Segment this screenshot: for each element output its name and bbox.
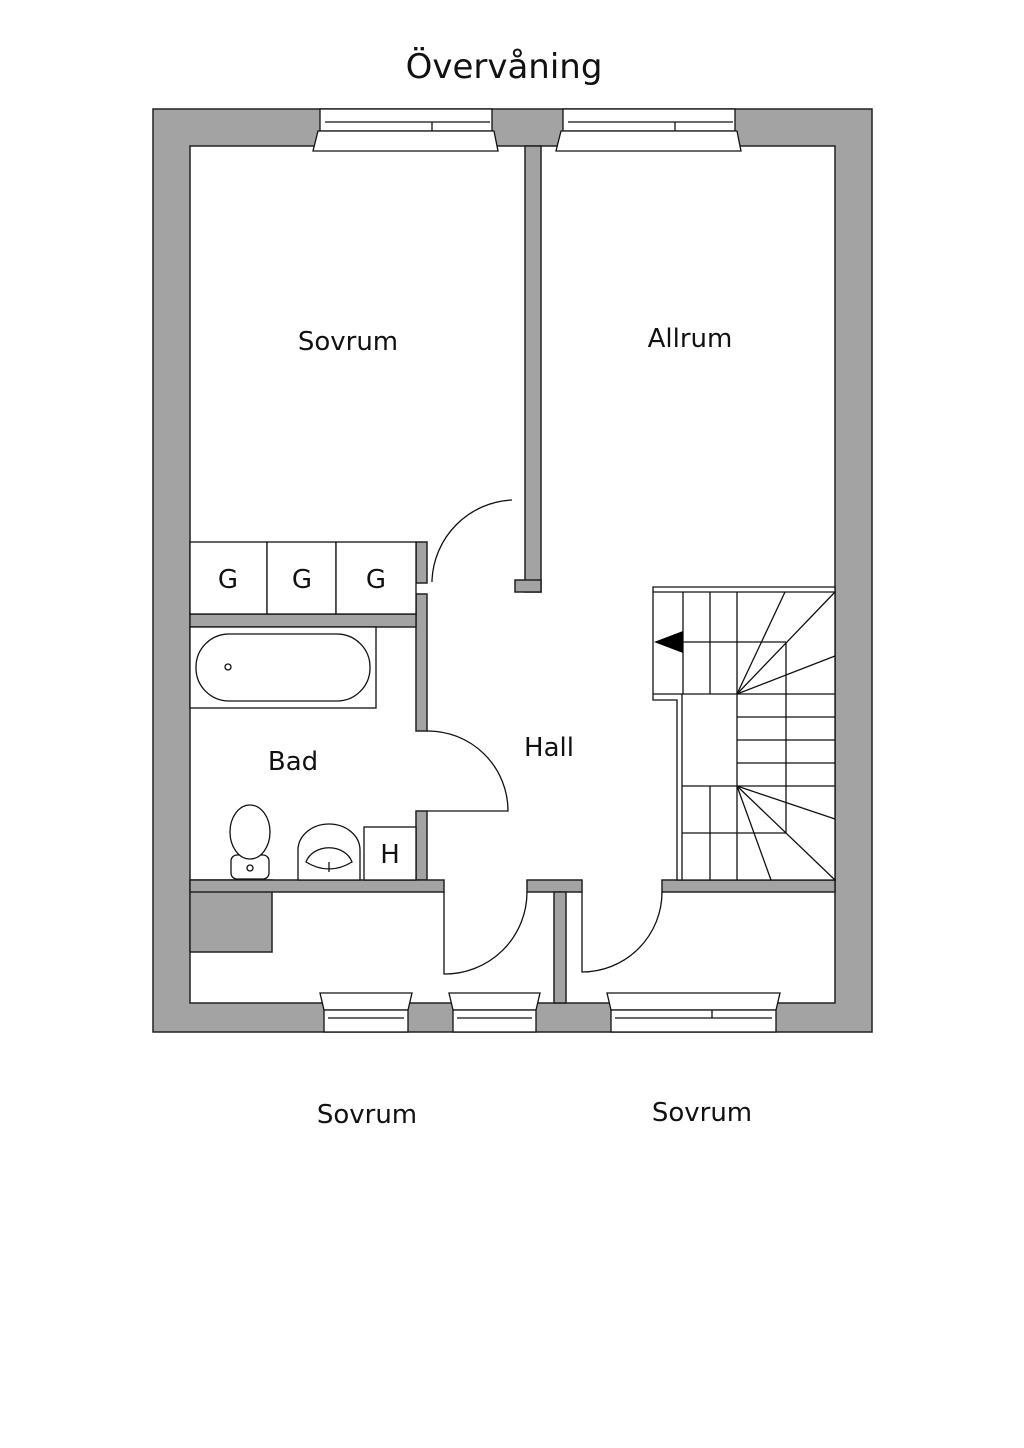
room-label-bedroom-bottom-left: Sovrum: [317, 1100, 417, 1130]
door-bathroom: [426, 730, 509, 812]
window-top-right: [555, 108, 742, 152]
room-label-bedroom-top: Sovrum: [298, 327, 398, 357]
room-label-bedroom-bottom-right: Sovrum: [652, 1098, 752, 1128]
plan-title: Övervåning: [406, 46, 603, 87]
window-bottom-1: [319, 992, 413, 1033]
staircase: [652, 586, 836, 881]
cabinet: [363, 826, 417, 881]
room-label-bathroom: Bad: [268, 747, 318, 777]
doors: [426, 499, 663, 975]
sink: [297, 823, 361, 881]
closet-label: G: [292, 565, 312, 595]
windows: [312, 108, 781, 1033]
stair-direction-arrow-icon: [654, 631, 683, 653]
bathroom-fixtures: H: [189, 626, 417, 881]
door-bedroom-bottom-left: [443, 891, 528, 975]
room-label-hall: Hall: [524, 733, 574, 763]
closet-label: G: [366, 565, 386, 595]
closet-label: G: [218, 565, 238, 595]
closets: G G G: [189, 541, 417, 615]
room-label-family-room: Allrum: [648, 324, 733, 354]
window-bottom-3: [606, 992, 781, 1033]
cabinet-label: H: [380, 840, 400, 870]
door-bedroom-bottom-right: [581, 891, 663, 973]
window-bottom-2: [448, 992, 541, 1033]
window-top-left: [312, 108, 499, 152]
toilet: [229, 804, 271, 880]
door-bedroom-top: [431, 499, 513, 582]
